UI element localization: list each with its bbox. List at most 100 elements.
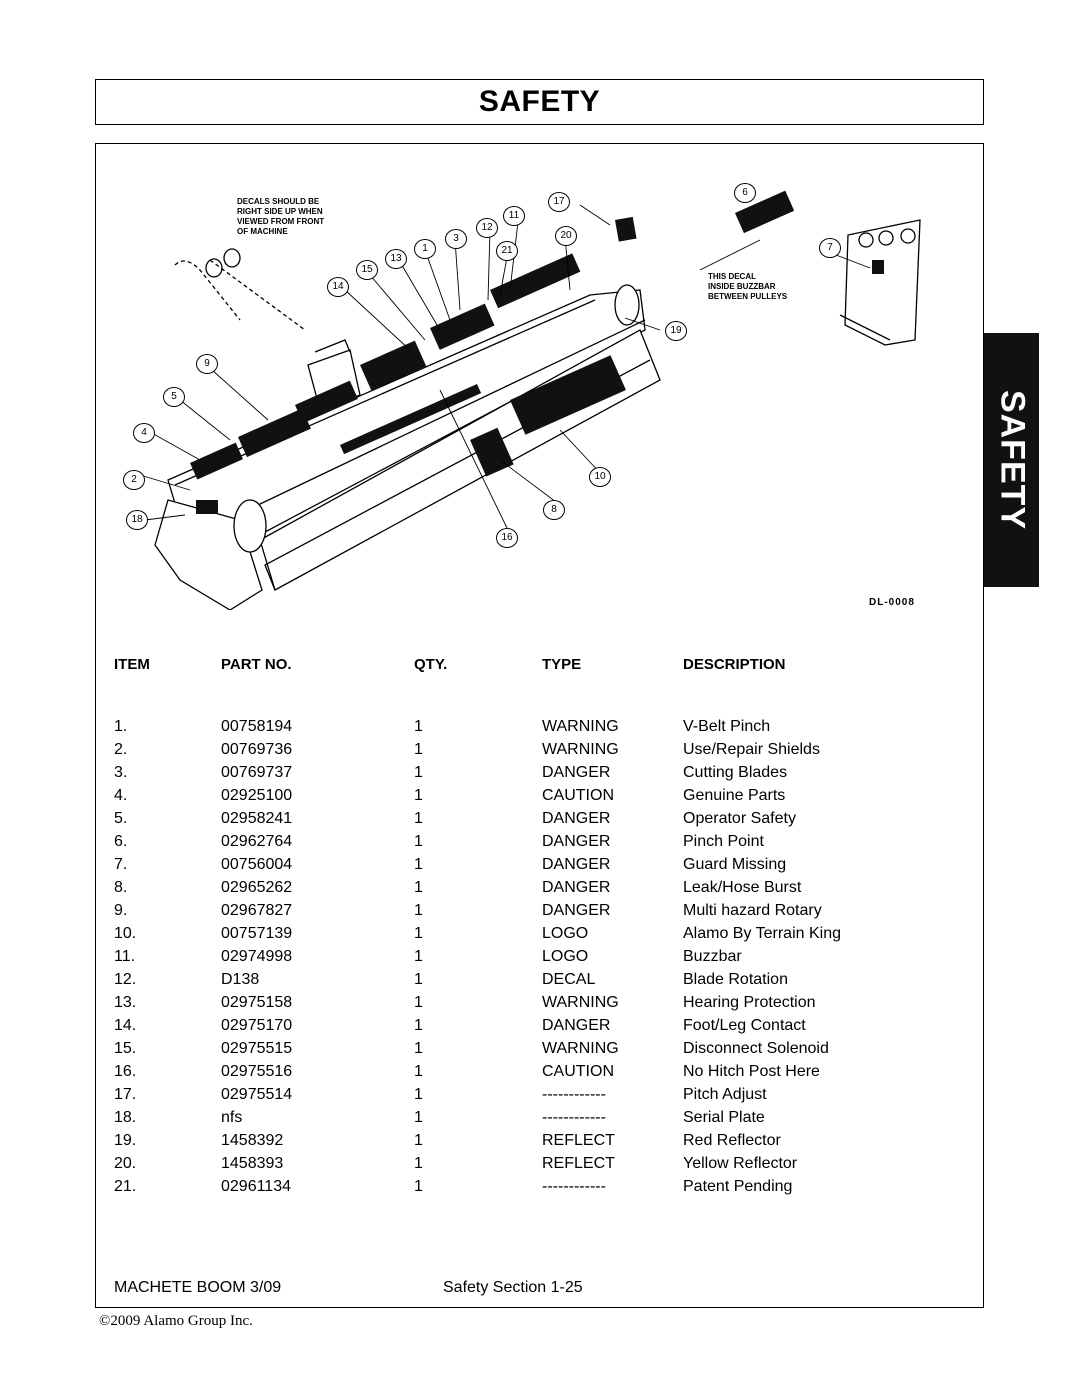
description-cell: Alamo By Terrain King [683,925,841,942]
qty-cell: 1 [414,1086,423,1103]
callout-5: 5 [163,387,185,407]
qty-cell: 1 [414,1178,423,1195]
qty-cell: 1 [414,741,423,758]
footer-section-page: Safety Section 1-25 [443,1279,583,1296]
item-cell: 13. [114,994,137,1011]
description-cell: Serial Plate [683,1109,765,1126]
part-no-cell: nfs [221,1109,243,1126]
item-cell: 12. [114,971,137,988]
qty-cell: 1 [414,833,423,850]
qty-cell: 1 [414,856,423,873]
description-cell: Red Reflector [683,1132,781,1149]
callout-12: 12 [476,218,498,238]
type-cell: DECAL [542,971,596,988]
callout-9: 9 [196,354,218,374]
description-cell: Cutting Blades [683,764,788,781]
description-cell: Hearing Protection [683,994,816,1011]
part-no-cell: 02962764 [221,833,293,850]
qty-cell: 1 [414,1109,423,1126]
item-cell: 19. [114,1132,137,1149]
callout-17: 17 [548,192,570,212]
header-part-no: PART NO. [221,656,292,673]
qty-cell: 1 [414,1155,423,1172]
note-line: BETWEEN PULLEYS [708,292,788,301]
part-no-cell: 02967827 [221,902,293,919]
qty-cell: 1 [414,994,423,1011]
callout-10: 10 [589,467,611,487]
part-no-cell: 00769737 [221,764,293,781]
qty-cell: 1 [414,879,423,896]
decal-orientation-note: DECALS SHOULD BE RIGHT SIDE UP WHEN VIEW… [237,197,324,237]
item-cell: 8. [114,879,128,896]
callout-19: 19 [665,321,687,341]
callout-3: 3 [445,229,467,249]
description-cell: Multi hazard Rotary [683,902,822,919]
qty-cell: 1 [414,1063,423,1080]
header-description: DESCRIPTION [683,656,786,673]
mounting-bracket [844,219,921,346]
callout-14: 14 [327,277,349,297]
description-cell: Pinch Point [683,833,764,850]
part-no-cell: 02965262 [221,879,293,896]
type-cell: REFLECT [542,1132,615,1149]
callout-21: 21 [496,241,518,261]
side-tab-label: SAFETY [993,389,1031,531]
buzzbar-decal-note: THIS DECAL INSIDE BUZZBAR BETWEEN PULLEY… [708,272,787,302]
callout-6: 6 [734,183,756,203]
item-cell: 4. [114,787,128,804]
qty-cell: 1 [414,948,423,965]
note-line: OF MACHINE [237,227,288,236]
type-cell: DANGER [542,902,611,919]
callout-16: 16 [496,528,518,548]
description-cell: Use/Repair Shields [683,741,820,758]
callout-4: 4 [133,423,155,443]
description-cell: Foot/Leg Contact [683,1017,806,1034]
callout-15: 15 [356,260,378,280]
callout-7: 7 [819,238,841,258]
header-qty: QTY. [414,656,448,673]
part-no-cell: 02925100 [221,787,293,804]
qty-cell: 1 [414,925,423,942]
type-cell: ------------ [542,1109,606,1126]
item-cell: 10. [114,925,137,942]
type-cell: WARNING [542,994,619,1011]
item-cell: 17. [114,1086,137,1103]
part-no-cell: 02975170 [221,1017,293,1034]
description-cell: Yellow Reflector [683,1155,798,1172]
type-cell: DANGER [542,879,611,896]
item-cell: 7. [114,856,128,873]
item-cell: 2. [114,741,128,758]
note-line: RIGHT SIDE UP WHEN [237,207,323,216]
description-cell: Operator Safety [683,810,796,827]
item-cell: 6. [114,833,128,850]
part-no-cell: 1458392 [221,1132,284,1149]
part-no-cell: 02975514 [221,1086,293,1103]
type-cell: LOGO [542,925,589,942]
type-cell: WARNING [542,741,619,758]
type-cell: REFLECT [542,1155,615,1172]
type-cell: ------------ [542,1086,606,1103]
header-item: ITEM [114,656,150,673]
qty-cell: 1 [414,764,423,781]
callout-11: 11 [503,206,525,226]
footer-manual-title: MACHETE BOOM 3/09 [114,1279,282,1296]
callout-1: 1 [414,239,436,259]
callout-18: 18 [126,510,148,530]
diagram-code: DL-0008 [869,597,915,608]
part-no-cell: 02974998 [221,948,293,965]
qty-cell: 1 [414,1040,423,1057]
part-no-cell: 00756004 [221,856,293,873]
callout-13: 13 [385,249,407,269]
note-line: DECALS SHOULD BE [237,197,320,206]
item-cell: 5. [114,810,128,827]
type-cell: DANGER [542,833,611,850]
